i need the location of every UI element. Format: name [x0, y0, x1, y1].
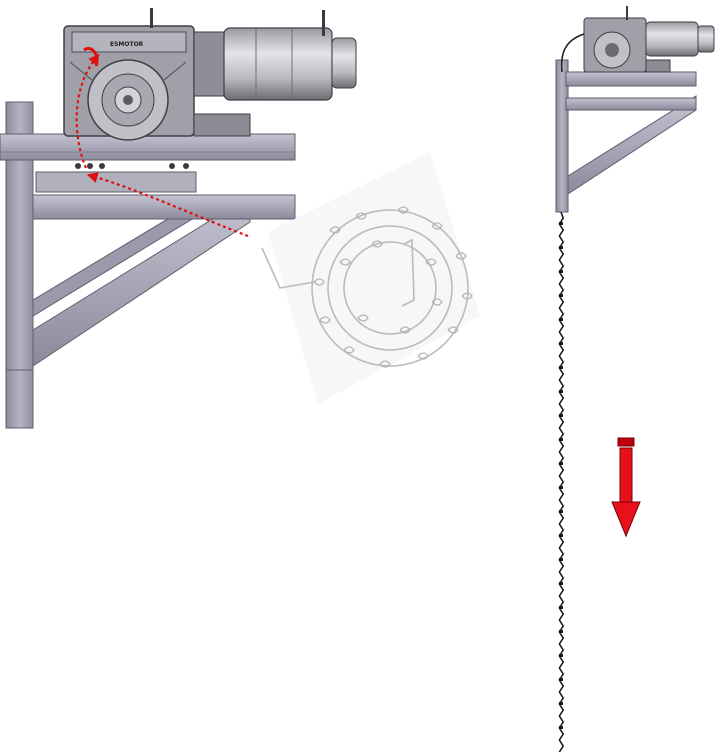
chain-link	[559, 462, 563, 465]
chain-link	[559, 414, 563, 417]
chain-link	[559, 486, 563, 489]
chain-line	[558, 211, 565, 752]
chain-link	[559, 246, 563, 249]
chain-link	[559, 582, 563, 585]
chain-link	[559, 726, 563, 729]
chain-link	[559, 318, 563, 321]
chain-link	[559, 654, 563, 657]
right-assembly	[555, 6, 715, 213]
motor-cylinder	[193, 10, 357, 101]
hanging-chain	[558, 211, 565, 752]
chain-link	[559, 558, 563, 561]
chain-link	[559, 678, 563, 681]
small-motor	[583, 6, 715, 73]
motor-brand-label: ESMOTOR	[110, 41, 144, 48]
chain-link	[559, 630, 563, 633]
chain-link	[559, 294, 563, 297]
chain-link	[559, 702, 563, 705]
chain-link	[559, 270, 563, 273]
chain-link	[559, 366, 563, 369]
chain-link	[559, 606, 563, 609]
rotation-arrow-icon	[75, 47, 249, 238]
chain-link	[559, 438, 563, 441]
chain-link	[559, 222, 563, 225]
chain-coil-illustration	[261, 152, 480, 404]
chain-link	[559, 390, 563, 393]
chain-link	[559, 342, 563, 345]
chain-link	[559, 534, 563, 537]
left-assembly: ESMOTOR	[0, 8, 357, 429]
chain-link	[559, 510, 563, 513]
arrow-down-icon	[611, 437, 641, 538]
mounting-bolts	[75, 163, 189, 169]
